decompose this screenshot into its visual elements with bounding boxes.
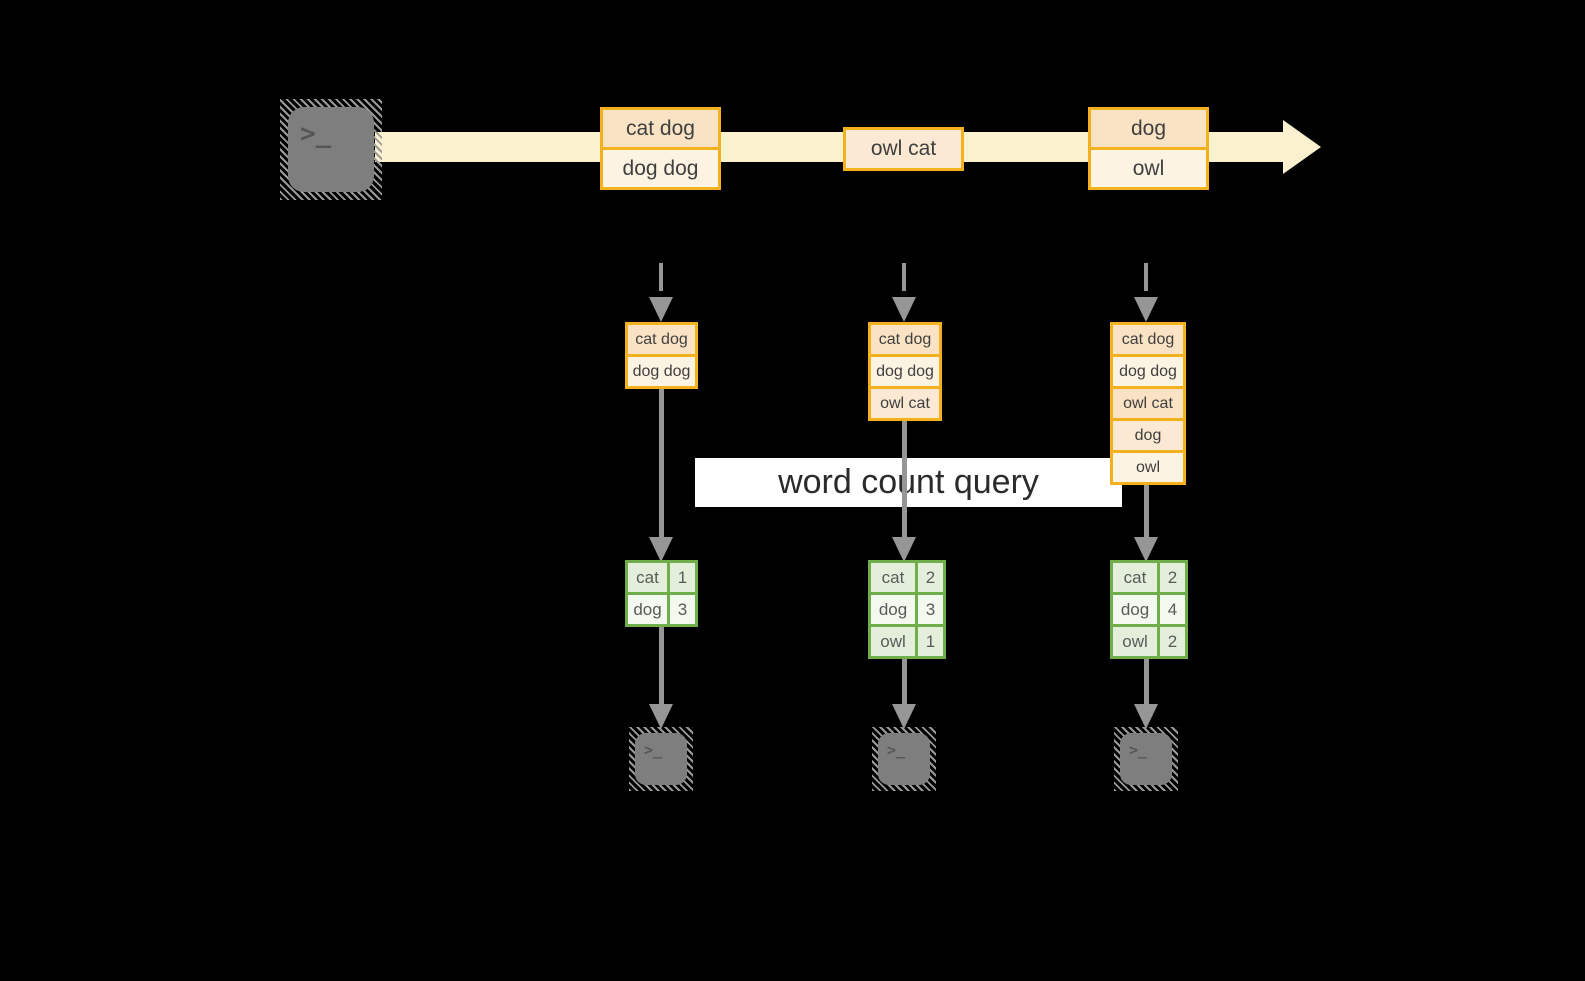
count-cell: 2	[1160, 563, 1185, 592]
count-cell: 3	[918, 595, 943, 624]
stream-record-line: owl cat	[846, 130, 961, 168]
arrow-shaft	[659, 627, 664, 705]
arrow-shaft	[1144, 485, 1149, 538]
word-cell: owl	[871, 627, 915, 656]
word-cell: dog	[628, 595, 667, 624]
arrow-shaft	[659, 389, 664, 538]
arrowhead-icon	[892, 297, 916, 322]
count-table-1: cat 1 dog 3	[625, 560, 698, 627]
stream-record-1: cat dog dog dog	[600, 107, 721, 190]
source-terminal-icon: >_	[280, 99, 382, 200]
state-stack-1: cat dog dog dog	[625, 322, 698, 389]
table-row: owl 2	[1113, 627, 1185, 656]
state-cell: dog dog	[1113, 357, 1183, 386]
table-row: cat 2	[871, 563, 943, 592]
arrow-shaft	[1144, 659, 1149, 705]
state-cell: owl cat	[1113, 389, 1183, 418]
stream-record-line: dog dog	[603, 150, 718, 187]
sink-terminal-icon-3: >_	[1114, 727, 1178, 791]
count-cell: 4	[1160, 595, 1185, 624]
dashed-arrow-shaft	[902, 263, 906, 291]
word-cell: owl	[1113, 627, 1157, 656]
word-cell: cat	[628, 563, 667, 592]
arrowhead-icon	[1134, 704, 1158, 729]
table-row: owl 1	[871, 627, 943, 656]
arrowhead-icon	[892, 537, 916, 562]
state-cell: owl cat	[871, 389, 939, 418]
stream-arrowhead-icon	[1283, 120, 1321, 174]
terminal-prompt-icon: >_	[878, 733, 930, 785]
count-cell: 2	[1160, 627, 1185, 656]
dashed-arrow-shaft	[659, 263, 663, 291]
count-table-2: cat 2 dog 3 owl 1	[868, 560, 946, 659]
query-label: word count query	[695, 458, 1122, 507]
table-row: dog 4	[1113, 595, 1185, 624]
arrow-shaft	[902, 659, 907, 705]
arrowhead-icon	[649, 704, 673, 729]
arrowhead-icon	[1134, 297, 1158, 322]
stream-record-2: owl cat	[843, 127, 964, 171]
state-cell: dog	[1113, 421, 1183, 450]
stream-record-line: owl	[1091, 150, 1206, 187]
count-cell: 2	[918, 563, 943, 592]
count-cell: 1	[670, 563, 695, 592]
state-cell: cat dog	[871, 325, 939, 354]
count-cell: 3	[670, 595, 695, 624]
state-cell: dog dog	[628, 357, 695, 386]
table-row: cat 1	[628, 563, 695, 592]
count-cell: 1	[918, 627, 943, 656]
arrowhead-icon	[649, 297, 673, 322]
table-row: dog 3	[871, 595, 943, 624]
count-table-3: cat 2 dog 4 owl 2	[1110, 560, 1188, 659]
sink-terminal-icon-2: >_	[872, 727, 936, 791]
arrowhead-icon	[892, 704, 916, 729]
dashed-arrow-shaft	[1144, 263, 1148, 291]
word-cell: dog	[871, 595, 915, 624]
stream-record-3: dog owl	[1088, 107, 1209, 190]
state-cell: dog dog	[871, 357, 939, 386]
arrowhead-icon	[1134, 537, 1158, 562]
state-cell: cat dog	[628, 325, 695, 354]
terminal-prompt-icon: >_	[1120, 733, 1172, 785]
stream-record-line: dog	[1091, 110, 1206, 147]
table-row: dog 3	[628, 595, 695, 624]
word-cell: cat	[871, 563, 915, 592]
state-cell: cat dog	[1113, 325, 1183, 354]
arrowhead-icon	[649, 537, 673, 562]
stream-record-line: cat dog	[603, 110, 718, 147]
arrow-shaft	[902, 421, 907, 538]
terminal-prompt-icon: >_	[288, 107, 374, 192]
terminal-prompt-icon: >_	[635, 733, 687, 785]
table-row: cat 2	[1113, 563, 1185, 592]
word-cell: cat	[1113, 563, 1157, 592]
state-stack-3: cat dog dog dog owl cat dog owl	[1110, 322, 1186, 485]
word-cell: dog	[1113, 595, 1157, 624]
state-stack-2: cat dog dog dog owl cat	[868, 322, 942, 421]
sink-terminal-icon-1: >_	[629, 727, 693, 791]
state-cell: owl	[1113, 453, 1183, 482]
